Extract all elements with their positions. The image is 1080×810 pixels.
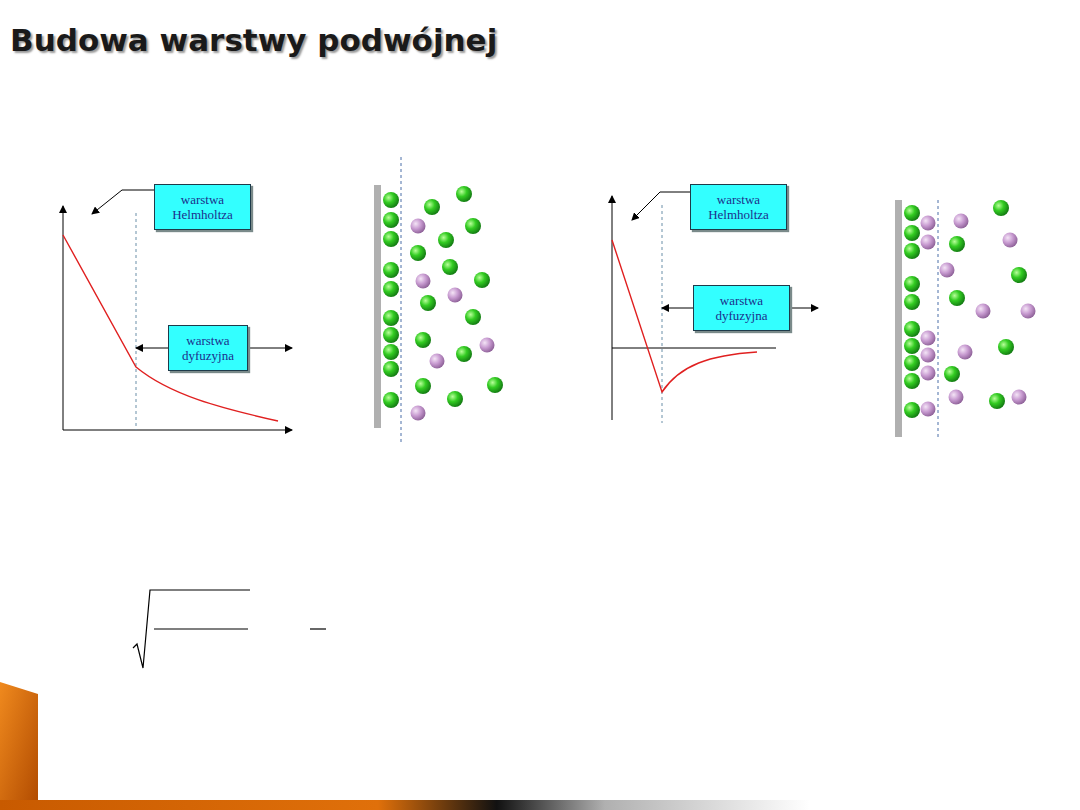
anion — [921, 216, 936, 231]
cation — [383, 344, 399, 360]
plane-line — [401, 157, 402, 445]
cation — [456, 346, 472, 362]
cation — [383, 231, 399, 247]
cation — [904, 294, 920, 310]
cation — [904, 243, 920, 259]
anion — [1021, 304, 1036, 319]
anion — [940, 263, 955, 278]
cation — [415, 332, 431, 348]
anion — [411, 219, 426, 234]
cation — [442, 259, 458, 275]
callout-box: warstwa Helmholtza — [690, 184, 787, 230]
cation — [904, 321, 920, 337]
cation — [465, 309, 481, 325]
cation — [904, 355, 920, 371]
anion — [1012, 390, 1027, 405]
cation — [904, 373, 920, 389]
electrode — [374, 185, 381, 428]
cation — [420, 295, 436, 311]
cation — [487, 377, 503, 393]
cation — [438, 232, 454, 248]
cation — [465, 218, 481, 234]
anion — [954, 214, 969, 229]
cation — [456, 186, 472, 202]
cation — [424, 199, 440, 215]
electrode — [895, 200, 902, 437]
cation — [904, 338, 920, 354]
ions — [383, 186, 1036, 421]
cation — [904, 402, 920, 418]
cation — [383, 281, 399, 297]
cation — [410, 245, 426, 261]
anion — [1003, 233, 1018, 248]
callout-box: warstwa dyfuzyjna — [693, 285, 790, 331]
cation — [949, 236, 965, 252]
anion — [430, 354, 445, 369]
cation — [383, 212, 399, 228]
callout-box: warstwa dyfuzyjna — [168, 325, 248, 371]
callout-text: warstwa Helmholtza — [155, 192, 250, 222]
cation — [989, 393, 1005, 409]
cation — [383, 361, 399, 377]
callout-box: warstwa Helmholtza — [154, 184, 251, 230]
anion — [921, 331, 936, 346]
cation — [383, 310, 399, 326]
cation — [904, 276, 920, 292]
anion — [480, 338, 495, 353]
anion — [921, 348, 936, 363]
anion — [411, 406, 426, 421]
cation — [383, 392, 399, 408]
cation — [474, 272, 490, 288]
callout-text: warstwa dyfuzyjna — [694, 293, 789, 323]
cation — [383, 262, 399, 278]
slide-title: Budowa warstwy podwójnej — [10, 22, 497, 58]
callout-text: warstwa dyfuzyjna — [169, 333, 247, 363]
anion — [921, 402, 936, 417]
anion — [448, 288, 463, 303]
cation — [383, 192, 399, 208]
cation — [1011, 267, 1027, 283]
anion — [921, 366, 936, 381]
cation — [993, 200, 1009, 216]
bottom-bar — [0, 800, 1080, 810]
cation — [949, 290, 965, 306]
anion — [976, 304, 991, 319]
cation — [998, 339, 1014, 355]
cation — [383, 327, 399, 343]
anion — [949, 390, 964, 405]
formula-fragment — [133, 590, 326, 668]
corner-decoration — [0, 682, 38, 810]
cation — [447, 391, 463, 407]
anion — [958, 345, 973, 360]
plane-line — [938, 200, 939, 440]
callout-text: warstwa Helmholtza — [691, 192, 786, 222]
anion — [416, 274, 431, 289]
cation — [944, 366, 960, 382]
cation — [904, 225, 920, 241]
cation — [904, 205, 920, 221]
anion — [921, 235, 936, 250]
cation — [415, 378, 431, 394]
